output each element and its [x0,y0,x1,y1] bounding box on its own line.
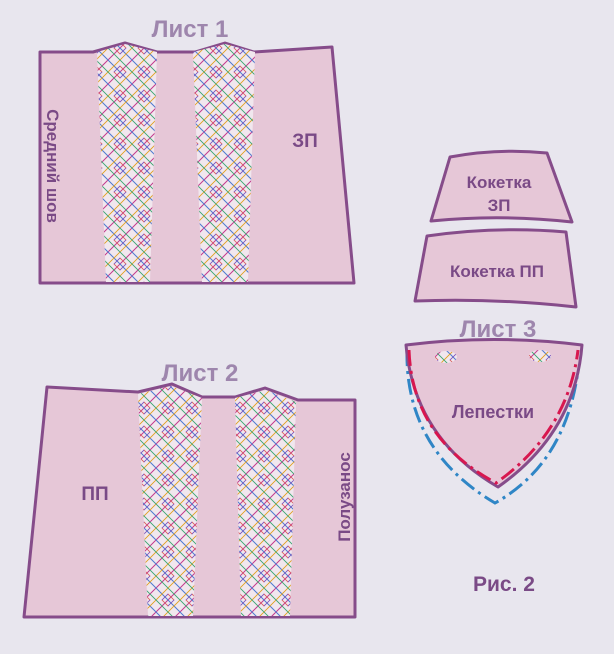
yoke-back-label-line1: Кокетка [467,173,532,192]
yoke-back-label-line2: ЗП [488,196,511,215]
sheet-2-left-label: ПП [81,484,108,505]
sheet-1-plaid-strip-left [97,44,157,282]
sheet-1-title: Лист 1 [152,16,229,43]
yoke-front-piece [413,228,578,309]
sheet-1-group: Лист 1 Средний шов ЗП [38,16,356,285]
sheet-2-right-label: Полузанос [335,452,354,542]
seam-line-blue [405,349,582,505]
sheet-3-label: Лепестки [452,402,534,422]
sheet-2-plaid-strip-right [235,390,296,616]
sheet-1-plaid-strip-right [193,44,255,282]
yoke-back-piece [429,149,574,224]
sheet-2-plaid-strip-left [138,386,202,616]
yoke-front-label: Кокетка ПП [450,262,544,281]
sheet-1-right-label: ЗП [292,131,318,152]
sheet-3-group: Лист 3 Лепестки [404,316,584,505]
seam-line-red [407,349,580,485]
sheet-2-group: Лист 2 ПП Полузанос [22,360,357,619]
petals-plaid-mark-right [529,350,551,362]
yoke-back-group: Кокетка ЗП [429,149,574,224]
petals-plaid-mark-left [435,351,457,363]
yoke-front-group: Кокетка ПП [413,228,578,309]
sheet-2-title: Лист 2 [162,360,239,387]
figure-caption: Рис. 2 [473,573,535,596]
sheet-1-left-label: Средний шов [43,109,62,223]
